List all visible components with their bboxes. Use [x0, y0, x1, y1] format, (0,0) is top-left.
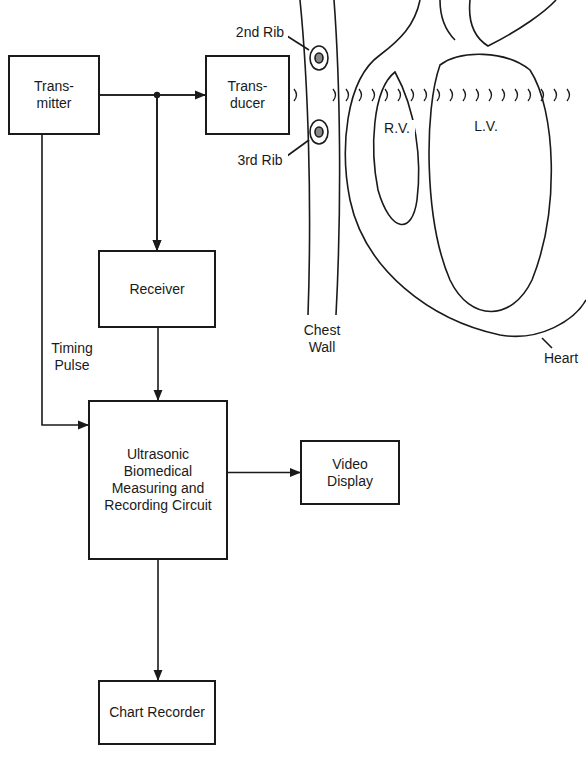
transmitter-box: Trans- mitter	[8, 55, 100, 135]
node-label: Receiver	[129, 281, 184, 298]
signal-arrow	[228, 472, 300, 474]
chamber-label: R.V.	[379, 120, 415, 137]
wave-arc	[424, 89, 427, 101]
signal-arrow	[42, 135, 88, 425]
heart-outline	[345, 0, 586, 336]
chest-wall-label: Chest Wall	[292, 322, 352, 356]
wave-arc	[398, 89, 401, 101]
wave-arc	[411, 89, 414, 101]
wave-arc	[567, 89, 570, 101]
signal-arrow	[157, 560, 159, 680]
receiver-box: Receiver	[98, 250, 216, 328]
node-label: Ultrasonic Biomedical Measuring and Reco…	[96, 446, 220, 513]
heart-label: Heart	[538, 350, 584, 367]
leader-line	[287, 140, 309, 156]
junction-dot	[154, 92, 160, 98]
rib-label: 2nd Rib	[232, 24, 288, 41]
node-label: Trans- mitter	[16, 78, 92, 112]
rib	[310, 46, 328, 70]
display-box: Video Display	[300, 440, 400, 505]
great-vessel	[440, 0, 455, 40]
wave-arc	[528, 89, 531, 101]
left-ventricle	[429, 54, 551, 311]
transducer-box: Trans- ducer	[205, 55, 290, 135]
node-label: Video Display	[308, 456, 392, 490]
wave-arc	[502, 89, 505, 101]
node-label: Trans- ducer	[213, 78, 282, 112]
right-ventricle	[374, 72, 419, 224]
node-label: Chart Recorder	[109, 704, 205, 721]
wave-arc	[294, 89, 297, 101]
leader-line	[542, 338, 552, 348]
wave-arc	[333, 89, 336, 101]
wave-arc	[437, 89, 440, 101]
signal-arrow	[100, 95, 157, 250]
ultrasound-waves	[294, 89, 570, 101]
signal-label: Timing Pulse	[46, 340, 98, 374]
wave-arc	[450, 89, 453, 101]
wave-arc	[463, 89, 466, 101]
wave-arc	[515, 89, 518, 101]
wave-arc	[359, 89, 362, 101]
great-vessel	[470, 0, 556, 46]
wave-arc	[385, 89, 388, 101]
chamber-label: L.V.	[468, 118, 504, 135]
rib	[310, 120, 328, 144]
rib-core	[315, 127, 323, 137]
wave-arc	[541, 89, 544, 101]
wave-arc	[554, 89, 557, 101]
chest-wall-inner	[334, 0, 340, 315]
recorder-box: Chart Recorder	[98, 680, 216, 745]
circuit-box: Ultrasonic Biomedical Measuring and Reco…	[88, 400, 228, 560]
wave-arc	[372, 89, 375, 101]
signal-arrow	[157, 95, 205, 250]
rib-core	[315, 53, 323, 63]
wave-arc	[489, 89, 492, 101]
leader-line	[287, 36, 309, 50]
rib-label: 3rd Rib	[232, 152, 288, 169]
wave-arc	[476, 89, 479, 101]
wave-arc	[346, 89, 349, 101]
signal-arrow	[157, 328, 159, 400]
